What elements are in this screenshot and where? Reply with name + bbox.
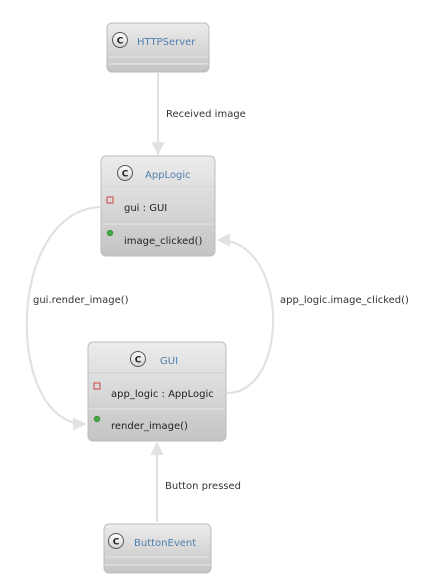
edge-label-render-image-call: gui.render_image(): [33, 295, 129, 306]
class-stereotype-icon: C: [130, 351, 146, 367]
svg-text:C: C: [122, 170, 129, 180]
class-gui[interactable]: C GUI app_logic : AppLogic render_image(…: [87, 341, 227, 442]
class-name-httpserver: HTTPServer: [137, 37, 196, 48]
class-name-buttonevent: ButtonEvent: [134, 538, 196, 549]
class-name-applogic: AppLogic: [145, 170, 191, 181]
private-attribute-icon: [106, 196, 114, 204]
class-stereotype-icon: C: [112, 32, 128, 48]
class-httpserver[interactable]: C HTTPServer: [106, 22, 210, 73]
edge-label-image-clicked-call: app_logic.image_clicked(): [280, 295, 409, 306]
edge-label-received-image: Received image: [166, 109, 246, 120]
attribute-app-logic: app_logic : AppLogic: [111, 389, 214, 400]
svg-text:C: C: [113, 538, 120, 548]
class-applogic[interactable]: C AppLogic gui : GUI image_clicked(): [100, 155, 216, 257]
class-stereotype-icon: C: [117, 165, 133, 181]
class-buttonevent[interactable]: C ButtonEvent: [103, 523, 212, 574]
method-image-clicked: image_clicked(): [124, 236, 203, 247]
public-method-icon: [106, 229, 114, 237]
public-method-icon: [93, 415, 101, 423]
edge-image-clicked-call: [216, 233, 275, 395]
edge-label-button-pressed: Button pressed: [165, 481, 241, 492]
attribute-gui: gui : GUI: [124, 203, 167, 214]
edge-render-image-call: [25, 205, 101, 431]
class-stereotype-icon: C: [108, 533, 124, 549]
method-render-image: render_image(): [111, 421, 188, 432]
class-name-gui: GUI: [160, 356, 178, 367]
svg-text:C: C: [135, 356, 142, 366]
private-attribute-icon: [93, 382, 101, 390]
svg-text:C: C: [117, 37, 124, 47]
